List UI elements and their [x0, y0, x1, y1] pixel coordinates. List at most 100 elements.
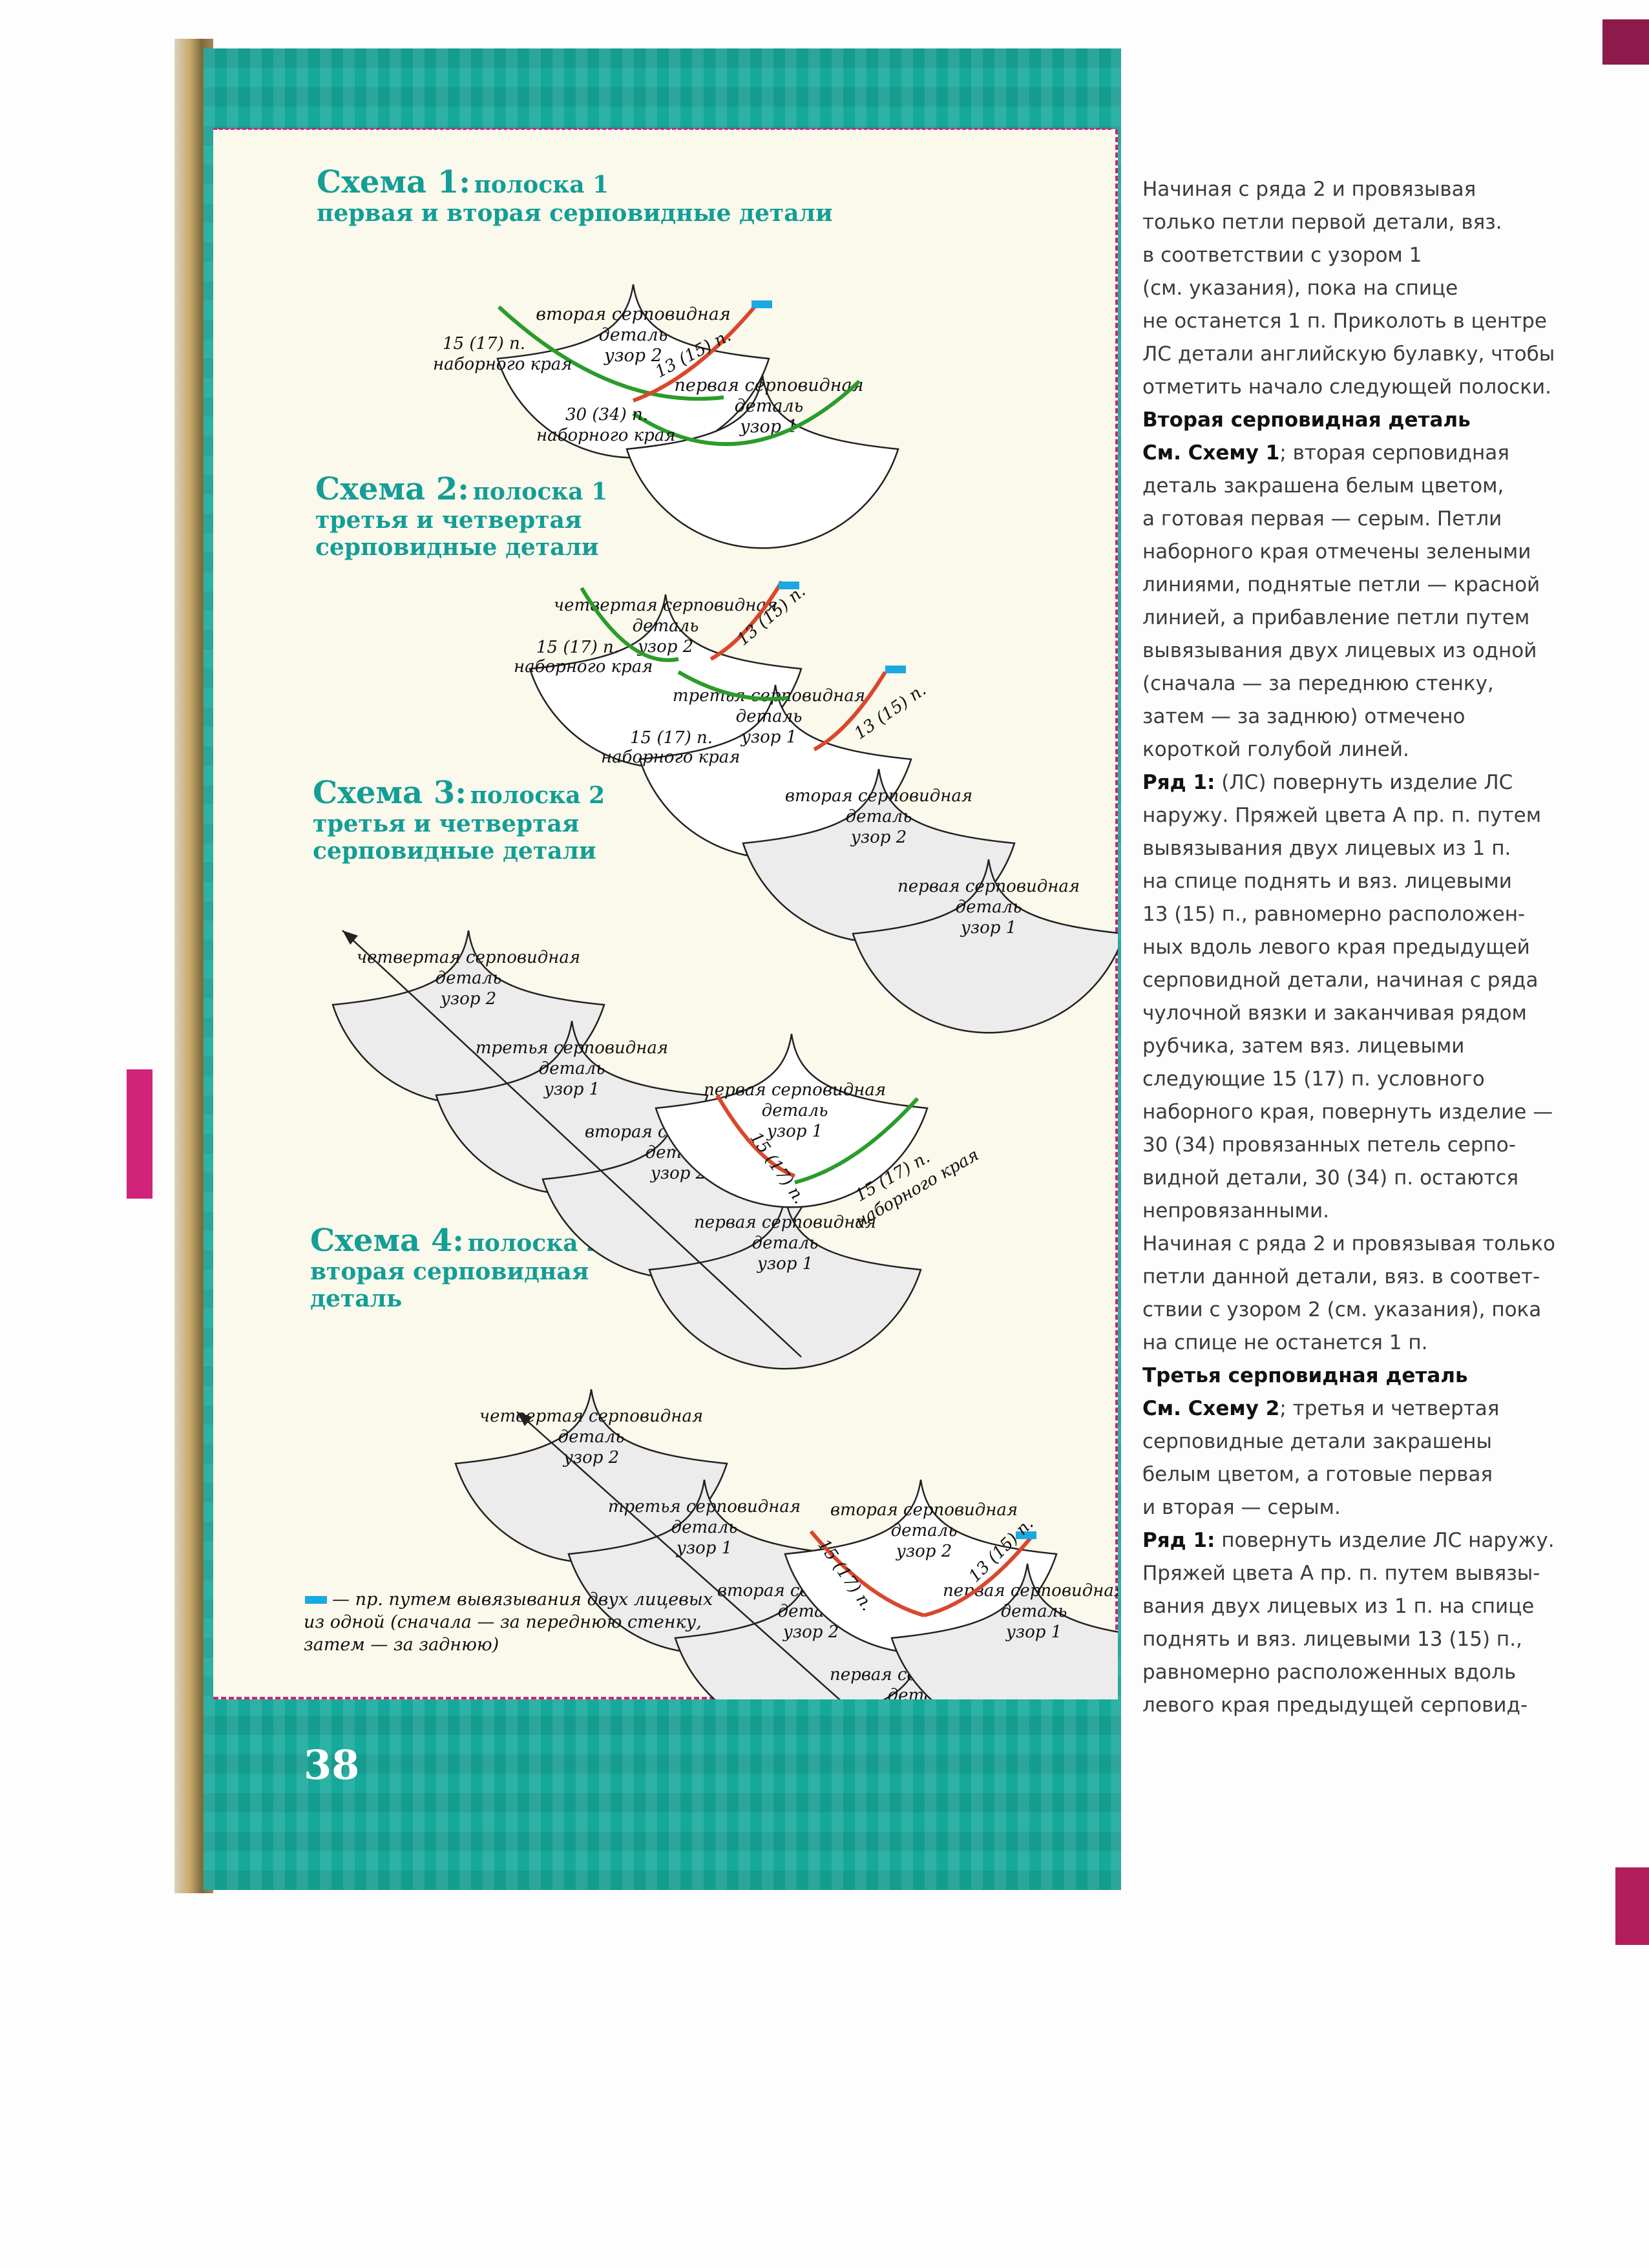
text-line: деталь закрашена белым цветом,	[1142, 474, 1504, 498]
text-line: наружу. Пряжей цвета А пр. п. путем	[1142, 804, 1542, 827]
text-line: затем — за заднюю) отмечено	[1142, 705, 1465, 728]
scheme-1-subtitle: полоска 1	[474, 171, 609, 198]
blue-increase-mark	[779, 582, 799, 589]
paragraph-4: Начиная с ряда 2 и провязывая только петл…	[1142, 1228, 1556, 1360]
stitch-count-label: 15 (17) п.	[630, 728, 713, 748]
text-line: ствии с узором 2 (см. указания), пока	[1142, 1298, 1542, 1321]
piece-label: первая серповидная	[675, 375, 864, 395]
cast-on-line-green	[632, 379, 861, 446]
paragraph-3: Ряд 1: (ЛС) повернуть изделие ЛС наружу. …	[1142, 766, 1556, 1228]
picked-up-line-red	[709, 580, 784, 661]
text-line: серповидной детали, начиная с ряда	[1142, 969, 1539, 992]
cast-on-label: наборного края	[536, 426, 676, 445]
bold-lead: См. Схему 1	[1142, 441, 1280, 465]
picked-up-line-red	[632, 302, 759, 403]
legend-line: — пр. путем вывязывания двух лицевых	[332, 1590, 713, 1610]
piece-label: вторая серповидная	[536, 304, 730, 324]
piece-label: деталь	[956, 898, 1022, 917]
text-line: непровязанными.	[1142, 1199, 1330, 1223]
cast-on-line-green	[497, 305, 724, 401]
scheme-3-heading: Схема 3: полоска 2 третья и четвертая се…	[313, 775, 605, 865]
cast-on-line-green	[677, 670, 789, 701]
piece-label: узор 1	[676, 1538, 732, 1558]
piece-label: деталь	[671, 1518, 738, 1537]
scheme-2-heading: Схема 2: полоска 1 третья и четвертая се…	[315, 471, 607, 561]
text-line: наборного края отмечены зелеными	[1142, 540, 1531, 563]
piece-label: узор 2	[563, 1448, 619, 1467]
text-line: Пряжей цвета А пр. п. путем вывязы-	[1142, 1562, 1540, 1585]
text-line: на спице поднять и вяз. лицевыми	[1142, 870, 1512, 893]
text-line: а готовая первая — серым. Петли	[1142, 507, 1502, 530]
cover-corner-bottom	[1615, 1867, 1649, 1945]
piece-label: узор 1	[1005, 1622, 1062, 1642]
first-crescent-piece	[625, 374, 899, 549]
piece-label: вторая серповидная	[785, 786, 972, 806]
blue-increase-mark	[885, 666, 906, 673]
text-line: на спице не останется 1 п.	[1142, 1331, 1428, 1354]
text-line: отметить начало следующей полоски.	[1142, 375, 1551, 399]
piece-label: узор 2	[850, 828, 907, 847]
piece-label: деталь	[599, 325, 668, 345]
blue-increase-mark	[1016, 1531, 1036, 1539]
legend-line: из одной (сначала — за переднюю стенку,	[304, 1612, 702, 1633]
text-line: Начиная с ряда 2 и провязывая только	[1142, 1232, 1555, 1255]
text-line: линией, а прибавление петли путем	[1142, 606, 1530, 629]
piece-label: деталь	[762, 1101, 828, 1120]
legend-line: затем — за заднюю)	[304, 1635, 499, 1655]
cover-corner-top	[1602, 19, 1649, 65]
piece-label: деталь	[891, 1521, 958, 1540]
third-crescent-piece	[655, 1033, 929, 1208]
scheme-3-title: Схема 3:	[313, 775, 467, 811]
pink-bookmark-tab	[127, 1069, 152, 1199]
text-line: ЛС детали английскую булавку, чтобы	[1142, 342, 1555, 366]
piece-label: деталь	[633, 616, 699, 636]
first-crescent-piece-grey	[648, 1195, 922, 1370]
piece-label: третья серповидная	[476, 1038, 668, 1058]
piece-label: узор 1	[739, 417, 798, 437]
text-line: серповидные детали закрашены	[1142, 1430, 1492, 1453]
section-heading-third-part: Третья серповидная деталь	[1142, 1364, 1468, 1387]
picked-up-line-red	[715, 1094, 796, 1178]
text-line: ; третья и четвертая	[1279, 1397, 1500, 1420]
piece-label: первая серповидная	[694, 1213, 876, 1232]
text-line: вания двух лицевых из 1 п. на спице	[1142, 1595, 1535, 1618]
text-line: только петли первой детали, вяз.	[1142, 211, 1502, 234]
text-line: петли данной детали, вяз. в соответ-	[1142, 1265, 1540, 1288]
stitch-count-label: 13 (15) п.	[733, 582, 809, 649]
cast-on-line-green	[580, 587, 679, 662]
scheme-4-subtitle: деталь	[310, 1285, 403, 1312]
arrow-head	[517, 1412, 532, 1426]
picked-up-line-red	[813, 671, 887, 751]
piece-label: деталь	[558, 1427, 625, 1447]
legend: — пр. путем вывязывания двух лицевых из …	[304, 1588, 717, 1656]
first-crescent-piece-grey	[852, 859, 1118, 1034]
text-line: повернуть изделие ЛС наружу.	[1215, 1529, 1555, 1552]
text-line: белым цветом, а готовые первая	[1142, 1463, 1493, 1486]
text-line: рубчика, затем вяз. лицевыми	[1142, 1034, 1465, 1058]
text-line: (сначала — за переднюю стенку,	[1142, 672, 1494, 695]
picked-up-line-red	[923, 1537, 1033, 1617]
text-line: (ЛС) повернуть изделие ЛС	[1215, 771, 1513, 794]
text-line: левого края предыдущей серповид-	[1142, 1694, 1528, 1717]
piece-label: первая серповидная	[898, 877, 1080, 896]
piece-label: вторая серповидная	[830, 1500, 1018, 1520]
piece-label: деталь	[752, 1234, 819, 1253]
blue-increase-mark-legend	[305, 1596, 327, 1604]
text-line: короткой голубой линей.	[1142, 738, 1409, 761]
stitch-count-label: 30 (34) п.	[565, 405, 648, 425]
piece-label: узор 2	[604, 346, 662, 366]
piece-label: деталь	[539, 1059, 605, 1078]
bold-lead: Ряд 1:	[1142, 771, 1215, 794]
panel-dashed-border	[213, 128, 1111, 130]
scheme-3-subtitle: серповидные детали	[313, 837, 596, 865]
text-line: Начиная с ряда 2 и провязывая	[1142, 178, 1476, 201]
scheme-4-subtitle: вторая серповидная	[310, 1258, 589, 1286]
text-line: ных вдоль левого края предыдущей	[1142, 936, 1530, 959]
piece-label: узор 2	[637, 637, 693, 656]
cast-on-label: наборного края	[514, 657, 653, 677]
text-line: линиями, поднятые петли — красной	[1142, 573, 1540, 596]
picked-up-line-red	[809, 1530, 925, 1617]
text-line: следующие 15 (17) п. условного	[1142, 1067, 1485, 1091]
